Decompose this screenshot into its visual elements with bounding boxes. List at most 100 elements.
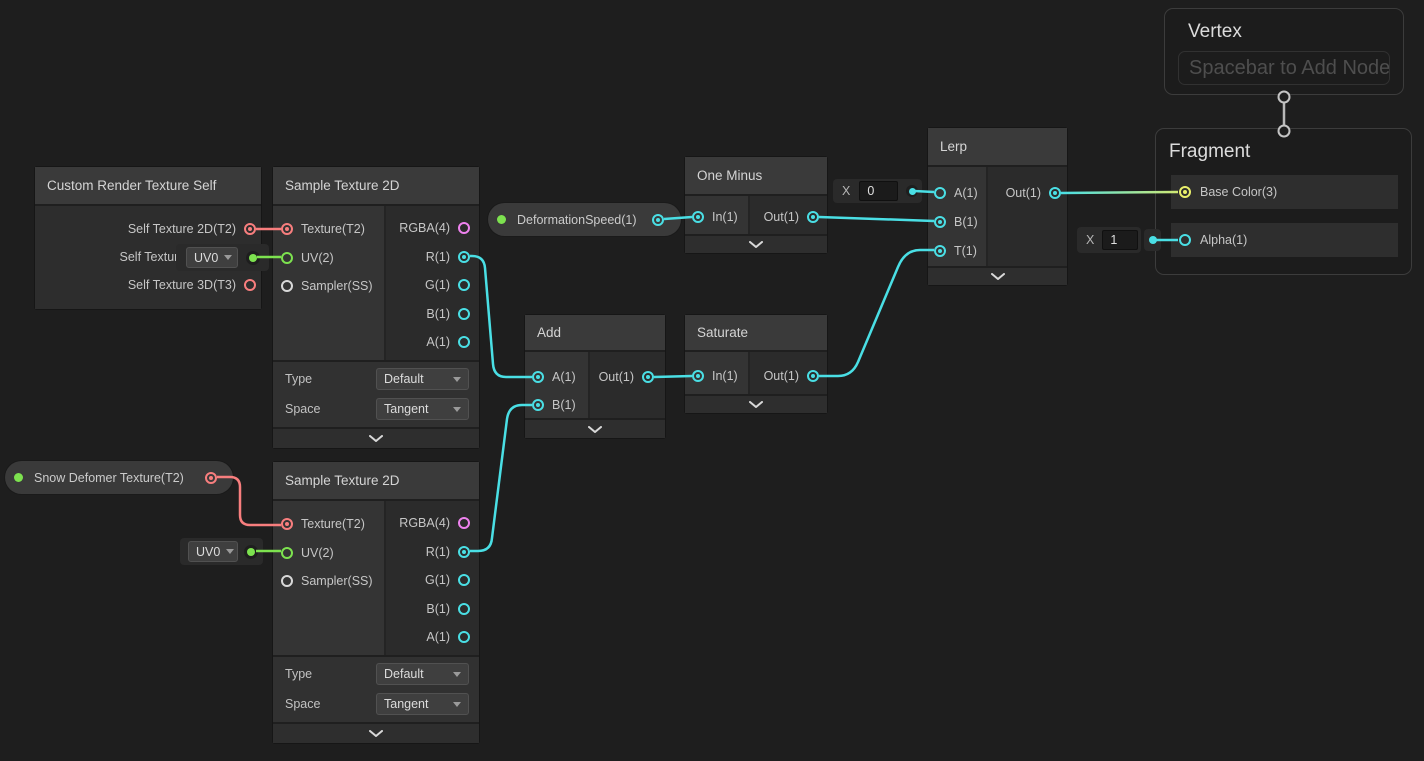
connector-dot[interactable] [246, 250, 260, 265]
chevron-down-icon [226, 549, 235, 554]
fragment-block[interactable]: Fragment Base Color(3) Alpha(1) [1155, 128, 1412, 275]
fragment-basecolor-row[interactable]: Base Color(3) [1171, 175, 1398, 209]
spacebar-add-node-hint[interactable]: Spacebar to Add Node [1178, 51, 1390, 85]
port-b-in[interactable] [532, 399, 544, 411]
port-out[interactable] [642, 371, 654, 383]
port-row: Sampler(SS) [273, 567, 384, 596]
port-out[interactable] [1049, 186, 1061, 199]
port-row: RGBA(4) [386, 509, 479, 538]
port-row: Out(1) [590, 363, 665, 391]
port-a-out[interactable] [458, 631, 470, 644]
collapse-chevron[interactable] [273, 427, 479, 448]
collapse-chevron[interactable] [928, 266, 1067, 285]
port-a-in[interactable] [934, 186, 946, 199]
property-exposed-dot-icon [14, 473, 23, 482]
wire-r-to-add-b[interactable] [470, 403, 532, 553]
port-r-out[interactable] [458, 250, 470, 263]
lerp-a-value-field[interactable] [859, 181, 899, 201]
port-row: R(1) [386, 243, 479, 272]
port-b-out[interactable] [458, 307, 470, 320]
port-row: Out(1) [750, 362, 827, 390]
wire-oneminus-to-lerp-b[interactable] [818, 215, 935, 223]
chevron-down-icon [453, 701, 461, 707]
node-title[interactable]: Lerp [928, 128, 1067, 167]
port-b-in[interactable] [934, 215, 946, 228]
port-base-color-in[interactable] [1179, 186, 1191, 198]
port-alpha-in[interactable] [1179, 234, 1191, 246]
port-row: A(1) [928, 178, 986, 207]
uv-channel-dropdown[interactable]: UV0 [186, 247, 238, 268]
port-row: Self Texture 2D(T2) [35, 215, 261, 243]
port-row: Out(1) [750, 203, 827, 231]
port-a-in[interactable] [532, 371, 544, 383]
port-t-in[interactable] [934, 244, 946, 257]
port-self-texture-3d-out[interactable] [244, 279, 256, 291]
node-custom-render-texture-self[interactable]: Custom Render Texture Self Self Texture … [35, 167, 261, 309]
port-r-out[interactable] [458, 545, 470, 558]
node-title[interactable]: Add [525, 315, 665, 352]
port-g-out[interactable] [458, 574, 470, 587]
collapse-chevron[interactable] [685, 234, 827, 253]
uv-channel-widget-top: UV0 [176, 244, 269, 271]
chevron-down-icon [588, 425, 602, 433]
port-uv-in[interactable] [281, 251, 293, 264]
lerp-a-default-widget: X [833, 179, 922, 203]
property-snow-deformer-texture[interactable]: Snow Defomer Texture(T2) [5, 461, 233, 494]
space-dropdown[interactable]: Tangent [376, 398, 469, 420]
port-snowdeformer-out[interactable] [205, 471, 217, 484]
port-sampler-in[interactable] [281, 280, 293, 293]
node-sample-texture-2d-bottom[interactable]: Sample Texture 2D Texture(T2) UV(2) Samp… [273, 462, 479, 743]
node-title[interactable]: Custom Render Texture Self [35, 167, 261, 206]
port-sampler-in[interactable] [281, 575, 293, 588]
alpha-connector-patch [1144, 229, 1161, 251]
uv-channel-widget-bottom: UV0 [180, 538, 263, 565]
type-dropdown[interactable]: Default [376, 368, 469, 390]
vertex-block[interactable]: Vertex Spacebar to Add Node [1164, 8, 1404, 95]
node-saturate[interactable]: Saturate In(1) Out(1) [685, 315, 827, 413]
collapse-chevron[interactable] [525, 418, 665, 438]
port-out[interactable] [807, 211, 819, 223]
connector-dot[interactable] [1148, 236, 1157, 244]
node-lerp[interactable]: Lerp A(1) B(1) T(1) Out(1) [928, 128, 1067, 285]
port-row: Self Texture 3D(T3) [35, 271, 261, 299]
wire-saturate-to-lerp-t[interactable] [819, 248, 934, 378]
port-rgba-out[interactable] [458, 222, 470, 235]
space-dropdown[interactable]: Tangent [376, 693, 469, 715]
connector-dot[interactable] [906, 185, 919, 197]
node-title[interactable]: One Minus [685, 157, 827, 196]
port-out[interactable] [807, 370, 819, 382]
node-sample-texture-2d-top[interactable]: Sample Texture 2D Texture(T2) UV(2) Samp… [273, 167, 479, 448]
collapse-chevron[interactable] [273, 722, 479, 743]
node-add[interactable]: Add A(1) B(1) Out(1) [525, 315, 665, 438]
port-deformationspeed-out[interactable] [652, 213, 664, 226]
port-texture-in[interactable] [281, 518, 293, 531]
port-row: Texture(T2) [273, 510, 384, 539]
port-self-texture-2d-out[interactable] [244, 223, 256, 235]
wire-r-to-add-a[interactable] [470, 254, 532, 379]
node-title[interactable]: Sample Texture 2D [273, 462, 479, 501]
port-a-out[interactable] [458, 336, 470, 349]
node-title[interactable]: Saturate [685, 315, 827, 352]
property-deformation-speed[interactable]: DeformationSpeed(1) [488, 203, 681, 236]
property-exposed-dot-icon [497, 215, 506, 224]
collapse-chevron[interactable] [685, 394, 827, 413]
node-one-minus[interactable]: One Minus In(1) Out(1) [685, 157, 827, 253]
node-title[interactable]: Sample Texture 2D [273, 167, 479, 206]
connector-dot[interactable] [244, 544, 258, 559]
chevron-down-icon [749, 241, 763, 248]
port-in[interactable] [692, 370, 704, 382]
chevron-down-icon [453, 406, 461, 412]
fragment-alpha-row[interactable]: Alpha(1) [1171, 223, 1398, 257]
alpha-value-field[interactable] [1102, 230, 1139, 250]
port-in[interactable] [692, 211, 704, 223]
port-b-out[interactable] [458, 602, 470, 615]
chevron-down-icon [453, 376, 461, 382]
type-dropdown[interactable]: Default [376, 663, 469, 685]
port-row: UV(2) [273, 244, 384, 273]
port-uv-in[interactable] [281, 546, 293, 559]
port-rgba-out[interactable] [458, 517, 470, 530]
uv-channel-dropdown[interactable]: UV0 [188, 541, 238, 562]
port-g-out[interactable] [458, 279, 470, 292]
port-texture-in[interactable] [281, 223, 293, 236]
